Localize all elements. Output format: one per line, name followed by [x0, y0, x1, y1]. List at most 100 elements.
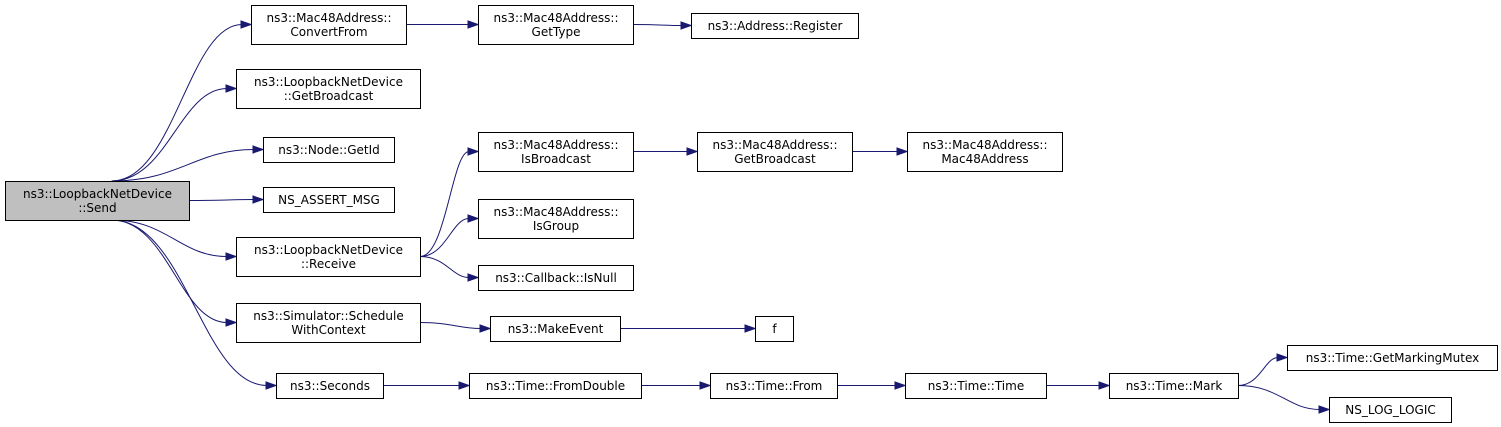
arrowhead-send-to-seconds [265, 381, 278, 390]
node-label: ns3::Mac48Address:: [922, 138, 1047, 152]
arrowhead-send-to-lnd_get_broadcast [225, 84, 238, 93]
arrowhead-receive-to-is_group [467, 214, 480, 223]
node-convert-from[interactable]: ns3::Mac48Address::ConvertFrom [251, 5, 407, 45]
node-label: ns3::Time::Time [928, 379, 1024, 393]
arrowhead-mac_get_broadcast-to-mac48address [896, 147, 909, 156]
node-time-from[interactable]: ns3::Time::From [710, 373, 838, 399]
node-send[interactable]: ns3::LoopbackNetDevice::Send [5, 181, 190, 221]
node-label: IsBroadcast [521, 152, 591, 166]
edge-receive-to-is_group [419, 218, 470, 257]
edge-send-to-receive [111, 219, 228, 257]
node-get-marking-mutex[interactable]: ns3::Time::GetMarkingMutex [1287, 345, 1498, 371]
node-box [697, 132, 853, 172]
node-mac48address[interactable]: ns3::Mac48Address::Mac48Address [907, 132, 1063, 172]
node-lnd-get-broadcast[interactable]: ns3::LoopbackNetDevice::GetBroadcast [236, 69, 421, 109]
node-label: ::Receive [301, 257, 356, 271]
edge-send-to-convert_from [111, 24, 243, 182]
node-mac-get-broadcast[interactable]: ns3::Mac48Address::GetBroadcast [697, 132, 853, 172]
node-box [755, 316, 794, 342]
node-label: ns3::Seconds [290, 379, 370, 393]
node-label: ns3::LoopbackNetDevice [23, 187, 172, 201]
node-label: ns3::Mac48Address:: [493, 205, 618, 219]
node-box [1287, 345, 1498, 371]
node-get-type[interactable]: ns3::Mac48Address::GetType [478, 5, 634, 45]
node-label: ns3::Callback::IsNull [495, 271, 617, 285]
node-label: ns3::Mac48Address:: [493, 138, 618, 152]
edges-layer [111, 20, 1331, 414]
node-label: ns3::Node::GetId [278, 143, 380, 157]
node-label: ns3::Time::FromDouble [486, 379, 625, 393]
arrowhead-send-to-ns_assert_msg [252, 195, 265, 204]
node-label: ns3::Mac48Address:: [266, 11, 391, 25]
node-label: ::Send [78, 201, 116, 215]
node-label: f [772, 322, 777, 336]
edge-send-to-seconds [111, 219, 268, 386]
arrowhead-schedule_with_context-to-make_event [479, 324, 492, 333]
node-make-event[interactable]: ns3::MakeEvent [490, 316, 621, 342]
node-label: ns3::Mac48Address:: [493, 11, 618, 25]
nodes-layer: ns3::LoopbackNetDevice::Sendns3::Mac48Ad… [5, 5, 1498, 423]
node-box [5, 181, 190, 221]
edge-send-to-ns_assert_msg [188, 199, 255, 201]
node-receive[interactable]: ns3::LoopbackNetDevice::Receive [236, 237, 421, 277]
node-box [236, 303, 421, 343]
node-box [236, 237, 421, 277]
node-label: ns3::Time::GetMarkingMutex [1306, 351, 1480, 365]
node-box [263, 137, 395, 163]
node-box [490, 316, 621, 342]
node-callback-is-null[interactable]: ns3::Callback::IsNull [478, 265, 634, 291]
node-label: ConvertFrom [290, 25, 367, 39]
node-label: ns3::Mac48Address:: [712, 138, 837, 152]
arrowhead-time_from-to-time_time [894, 381, 907, 390]
node-label: ns3::Simulator::Schedule [253, 309, 404, 323]
arrowhead-send-to-receive [225, 252, 238, 261]
node-box [1109, 373, 1239, 399]
node-label: WithContext [291, 323, 366, 337]
node-label: NS_LOG_LOGIC [1345, 403, 1436, 417]
node-label: NS_ASSERT_MSG [278, 193, 380, 207]
node-from-double[interactable]: ns3::Time::FromDouble [469, 373, 642, 399]
node-label: ns3::Time::Mark [1126, 379, 1223, 393]
node-ns-log-logic[interactable]: NS_LOG_LOGIC [1329, 397, 1452, 423]
edge-time_mark-to-ns_log_logic [1237, 385, 1321, 410]
node-box [478, 132, 634, 172]
node-label: ns3::LoopbackNetDevice [254, 75, 403, 89]
node-box [251, 5, 407, 45]
edge-send-to-node_get_id [111, 149, 255, 182]
node-time-time[interactable]: ns3::Time::Time [905, 373, 1047, 399]
node-box [263, 187, 395, 213]
edge-get_type-to-address_register [632, 24, 683, 26]
arrowhead-seconds-to-from_double [458, 381, 471, 390]
node-label: GetBroadcast [734, 152, 816, 166]
node-is-group[interactable]: ns3::Mac48Address::IsGroup [478, 199, 634, 239]
node-label: ns3::Address::Register [708, 19, 843, 33]
arrowhead-convert_from-to-get_type [467, 20, 480, 29]
node-seconds[interactable]: ns3::Seconds [276, 373, 384, 399]
node-box [236, 69, 421, 109]
node-is-broadcast[interactable]: ns3::Mac48Address::IsBroadcast [478, 132, 634, 172]
node-box [478, 265, 634, 291]
edge-receive-to-callback_is_null [419, 256, 470, 278]
arrowhead-time_time-to-time_mark [1098, 381, 1111, 390]
edge-time_mark-to-get_marking_mutex [1237, 357, 1279, 386]
node-ns-assert-msg[interactable]: NS_ASSERT_MSG [263, 187, 395, 213]
arrowhead-is_broadcast-to-mac_get_broadcast [686, 147, 699, 156]
arrowhead-send-to-node_get_id [252, 145, 265, 154]
node-box [469, 373, 642, 399]
node-box [691, 13, 859, 39]
node-time-mark[interactable]: ns3::Time::Mark [1109, 373, 1239, 399]
arrowhead-make_event-to-f [744, 324, 757, 333]
node-box [478, 199, 634, 239]
node-label: Mac48Address [941, 152, 1028, 166]
arrowhead-time_mark-to-ns_log_logic [1318, 405, 1331, 414]
node-box [905, 373, 1047, 399]
node-address-register[interactable]: ns3::Address::Register [691, 13, 859, 39]
node-label: IsGroup [533, 219, 579, 233]
node-node-get-id[interactable]: ns3::Node::GetId [263, 137, 395, 163]
arrowhead-send-to-convert_from [240, 20, 253, 29]
arrowhead-get_type-to-address_register [680, 21, 693, 30]
node-f[interactable]: f [755, 316, 794, 342]
node-box [1329, 397, 1452, 423]
